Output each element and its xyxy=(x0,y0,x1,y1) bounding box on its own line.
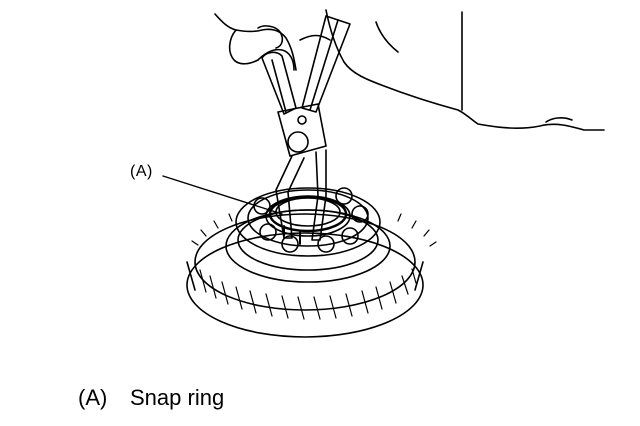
hand-drawing xyxy=(214,9,605,131)
callout-label-a: (A) xyxy=(130,163,153,180)
helical-gear-drawing xyxy=(186,209,437,338)
legend-key: (A) xyxy=(78,385,108,410)
legend-text: Snap ring xyxy=(130,385,225,410)
legend-item: (A) Snap ring xyxy=(78,385,224,411)
snap-ring-pliers-drawing xyxy=(261,15,351,241)
snap-ring-removal-illustration xyxy=(162,9,605,338)
callout-leader-line xyxy=(162,175,283,215)
